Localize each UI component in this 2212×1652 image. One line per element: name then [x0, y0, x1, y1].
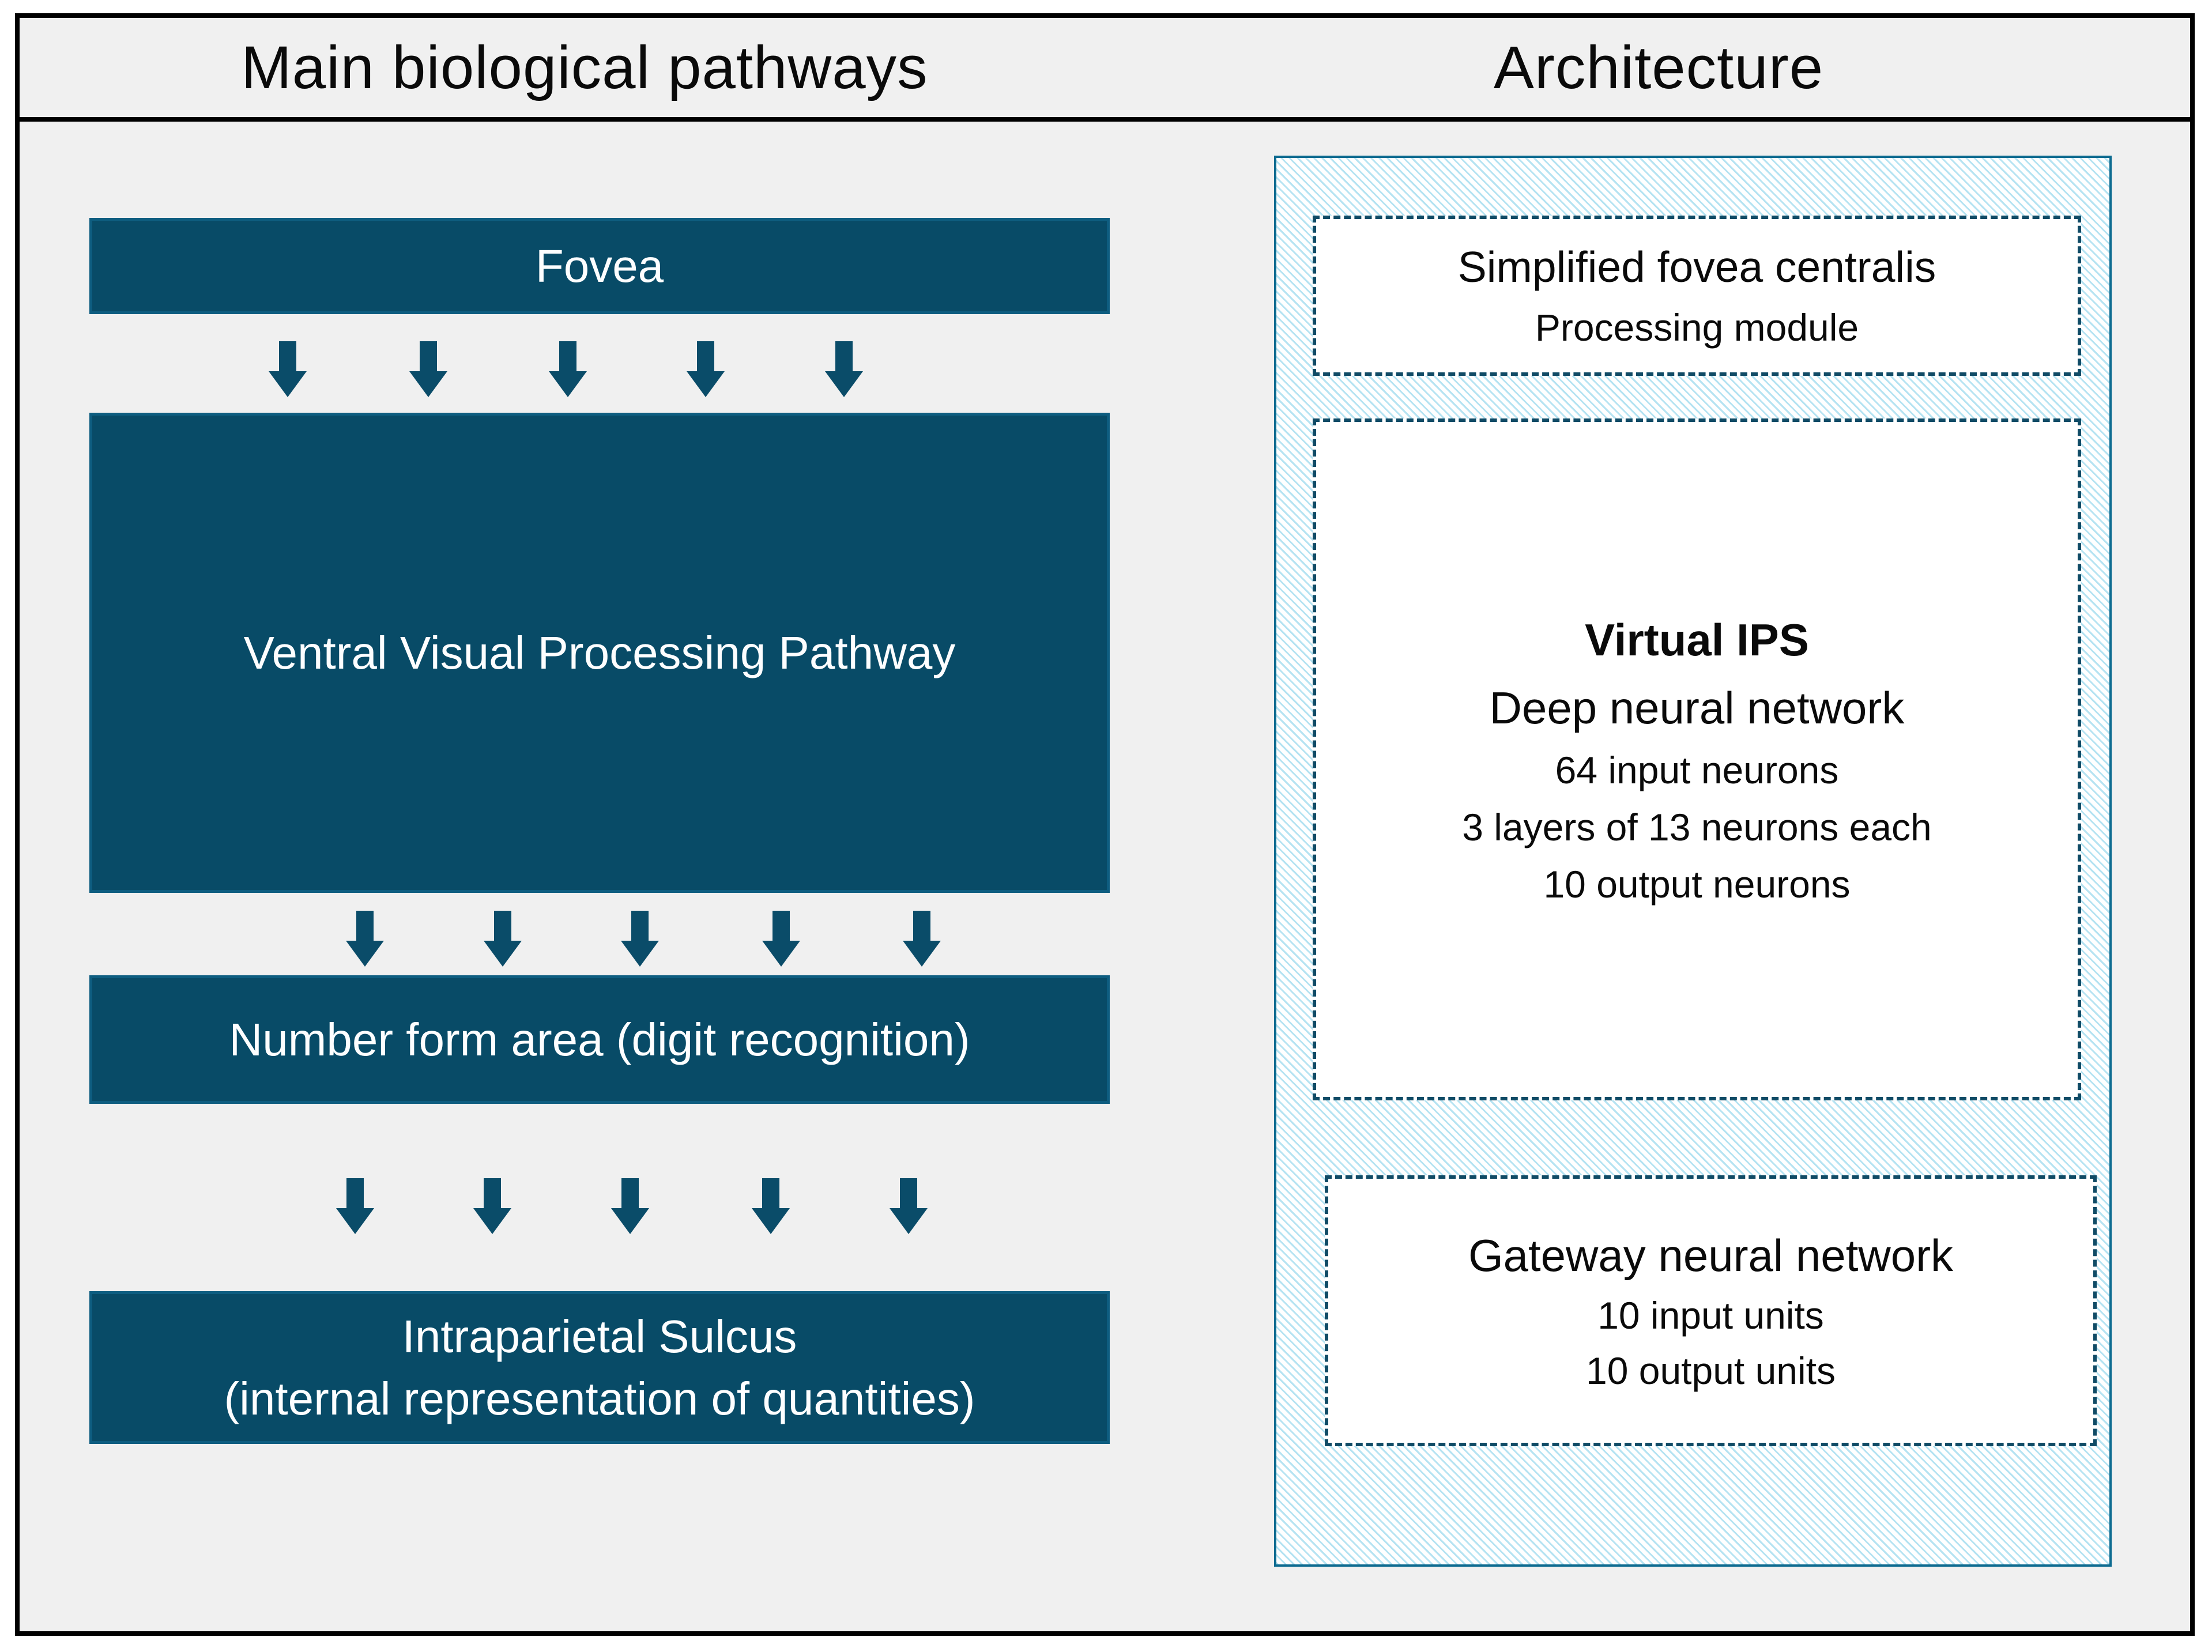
left-panel-title: Main biological pathways [241, 34, 928, 101]
gateway-detail-output: 10 output units [1586, 1349, 1836, 1392]
right-panel-title: Architecture [1493, 34, 1824, 101]
down-arrow-icon [409, 341, 447, 397]
fovea-label: Fovea [535, 240, 664, 292]
down-arrow-icon [890, 1178, 928, 1234]
virtual-ips-detail-output: 10 output neurons [1543, 863, 1851, 906]
simplified-fovea-title: Simplified fovea centralis [1457, 243, 1936, 291]
virtual-ips-box: Virtual IPS Deep neural network 64 input… [1313, 418, 2081, 1100]
down-arrow-icon [621, 911, 659, 967]
gateway-network-title: Gateway neural network [1468, 1230, 1954, 1281]
virtual-ips-subtitle: Deep neural network [1489, 682, 1905, 733]
virtual-ips-detail-layers: 3 layers of 13 neurons each [1462, 806, 1932, 848]
architecture-panel: Simplified fovea centralis Processing mo… [1274, 156, 2112, 1567]
down-arrow-icon [762, 911, 800, 967]
intraparietal-sulcus-label-line2: (internal representation of quantities) [224, 1372, 975, 1424]
simplified-fovea-module-box: Simplified fovea centralis Processing mo… [1313, 216, 2081, 376]
number-form-area-label: Number form area (digit recognition) [229, 1013, 970, 1065]
virtual-ips-detail-input: 64 input neurons [1555, 749, 1839, 791]
down-arrow-icon [611, 1178, 649, 1234]
down-arrow-icon [825, 341, 863, 397]
header-divider [15, 117, 2195, 122]
intraparietal-sulcus-box: Intraparietal Sulcus (internal represent… [89, 1291, 1110, 1444]
down-arrow-icon [549, 341, 587, 397]
ventral-pathway-box: Ventral Visual Processing Pathway [89, 413, 1110, 893]
down-arrow-icon [752, 1178, 790, 1234]
down-arrow-icon [484, 911, 522, 967]
down-arrow-icon [346, 911, 384, 967]
number-form-area-box: Number form area (digit recognition) [89, 975, 1110, 1104]
ventral-pathway-label: Ventral Visual Processing Pathway [243, 627, 956, 678]
fovea-box: Fovea [89, 218, 1110, 314]
down-arrow-icon [687, 341, 725, 397]
gateway-detail-input: 10 input units [1597, 1294, 1824, 1337]
down-arrow-icon [473, 1178, 511, 1234]
down-arrow-icon [903, 911, 941, 967]
simplified-fovea-subtitle: Processing module [1535, 306, 1859, 349]
down-arrow-icon [336, 1178, 374, 1234]
gateway-network-box: Gateway neural network 10 input units 10… [1325, 1175, 2097, 1446]
down-arrow-icon [269, 341, 307, 397]
virtual-ips-title: Virtual IPS [1585, 614, 1809, 665]
intraparietal-sulcus-label-line1: Intraparietal Sulcus [402, 1310, 797, 1362]
